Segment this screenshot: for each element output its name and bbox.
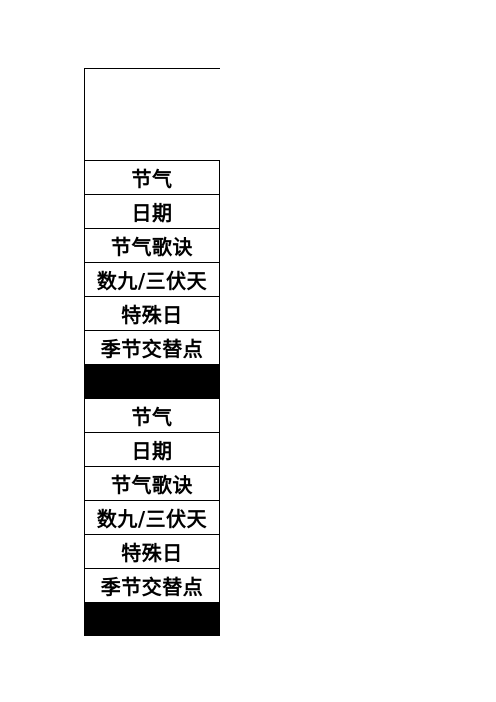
- cell-solar-term-rhyme[interactable]: 节气歌诀: [84, 228, 220, 262]
- spreadsheet-column: 节气 日期 节气歌诀 数九/三伏天 特殊日 季节交替点 节气 日期 节气歌诀 数…: [84, 68, 220, 636]
- cell-nine-nines-dog-days[interactable]: 数九/三伏天: [84, 500, 220, 534]
- cell-date[interactable]: 日期: [84, 432, 220, 466]
- cell-date[interactable]: 日期: [84, 194, 220, 228]
- cell-solar-term-rhyme[interactable]: 节气歌诀: [84, 466, 220, 500]
- empty-header-cell[interactable]: [84, 68, 220, 160]
- cell-season-transition[interactable]: 季节交替点: [84, 568, 220, 602]
- row-block-1: 节气 日期 节气歌诀 数九/三伏天 特殊日 季节交替点: [84, 160, 220, 364]
- row-block-2: 节气 日期 节气歌诀 数九/三伏天 特殊日 季节交替点: [84, 398, 220, 602]
- cell-special-day[interactable]: 特殊日: [84, 534, 220, 568]
- cell-solar-term[interactable]: 节气: [84, 398, 220, 432]
- cell-solar-term[interactable]: 节气: [84, 160, 220, 194]
- cell-nine-nines-dog-days[interactable]: 数九/三伏天: [84, 262, 220, 296]
- cell-season-transition[interactable]: 季节交替点: [84, 330, 220, 364]
- cell-special-day[interactable]: 特殊日: [84, 296, 220, 330]
- separator-row: [84, 364, 220, 398]
- separator-row: [84, 602, 220, 636]
